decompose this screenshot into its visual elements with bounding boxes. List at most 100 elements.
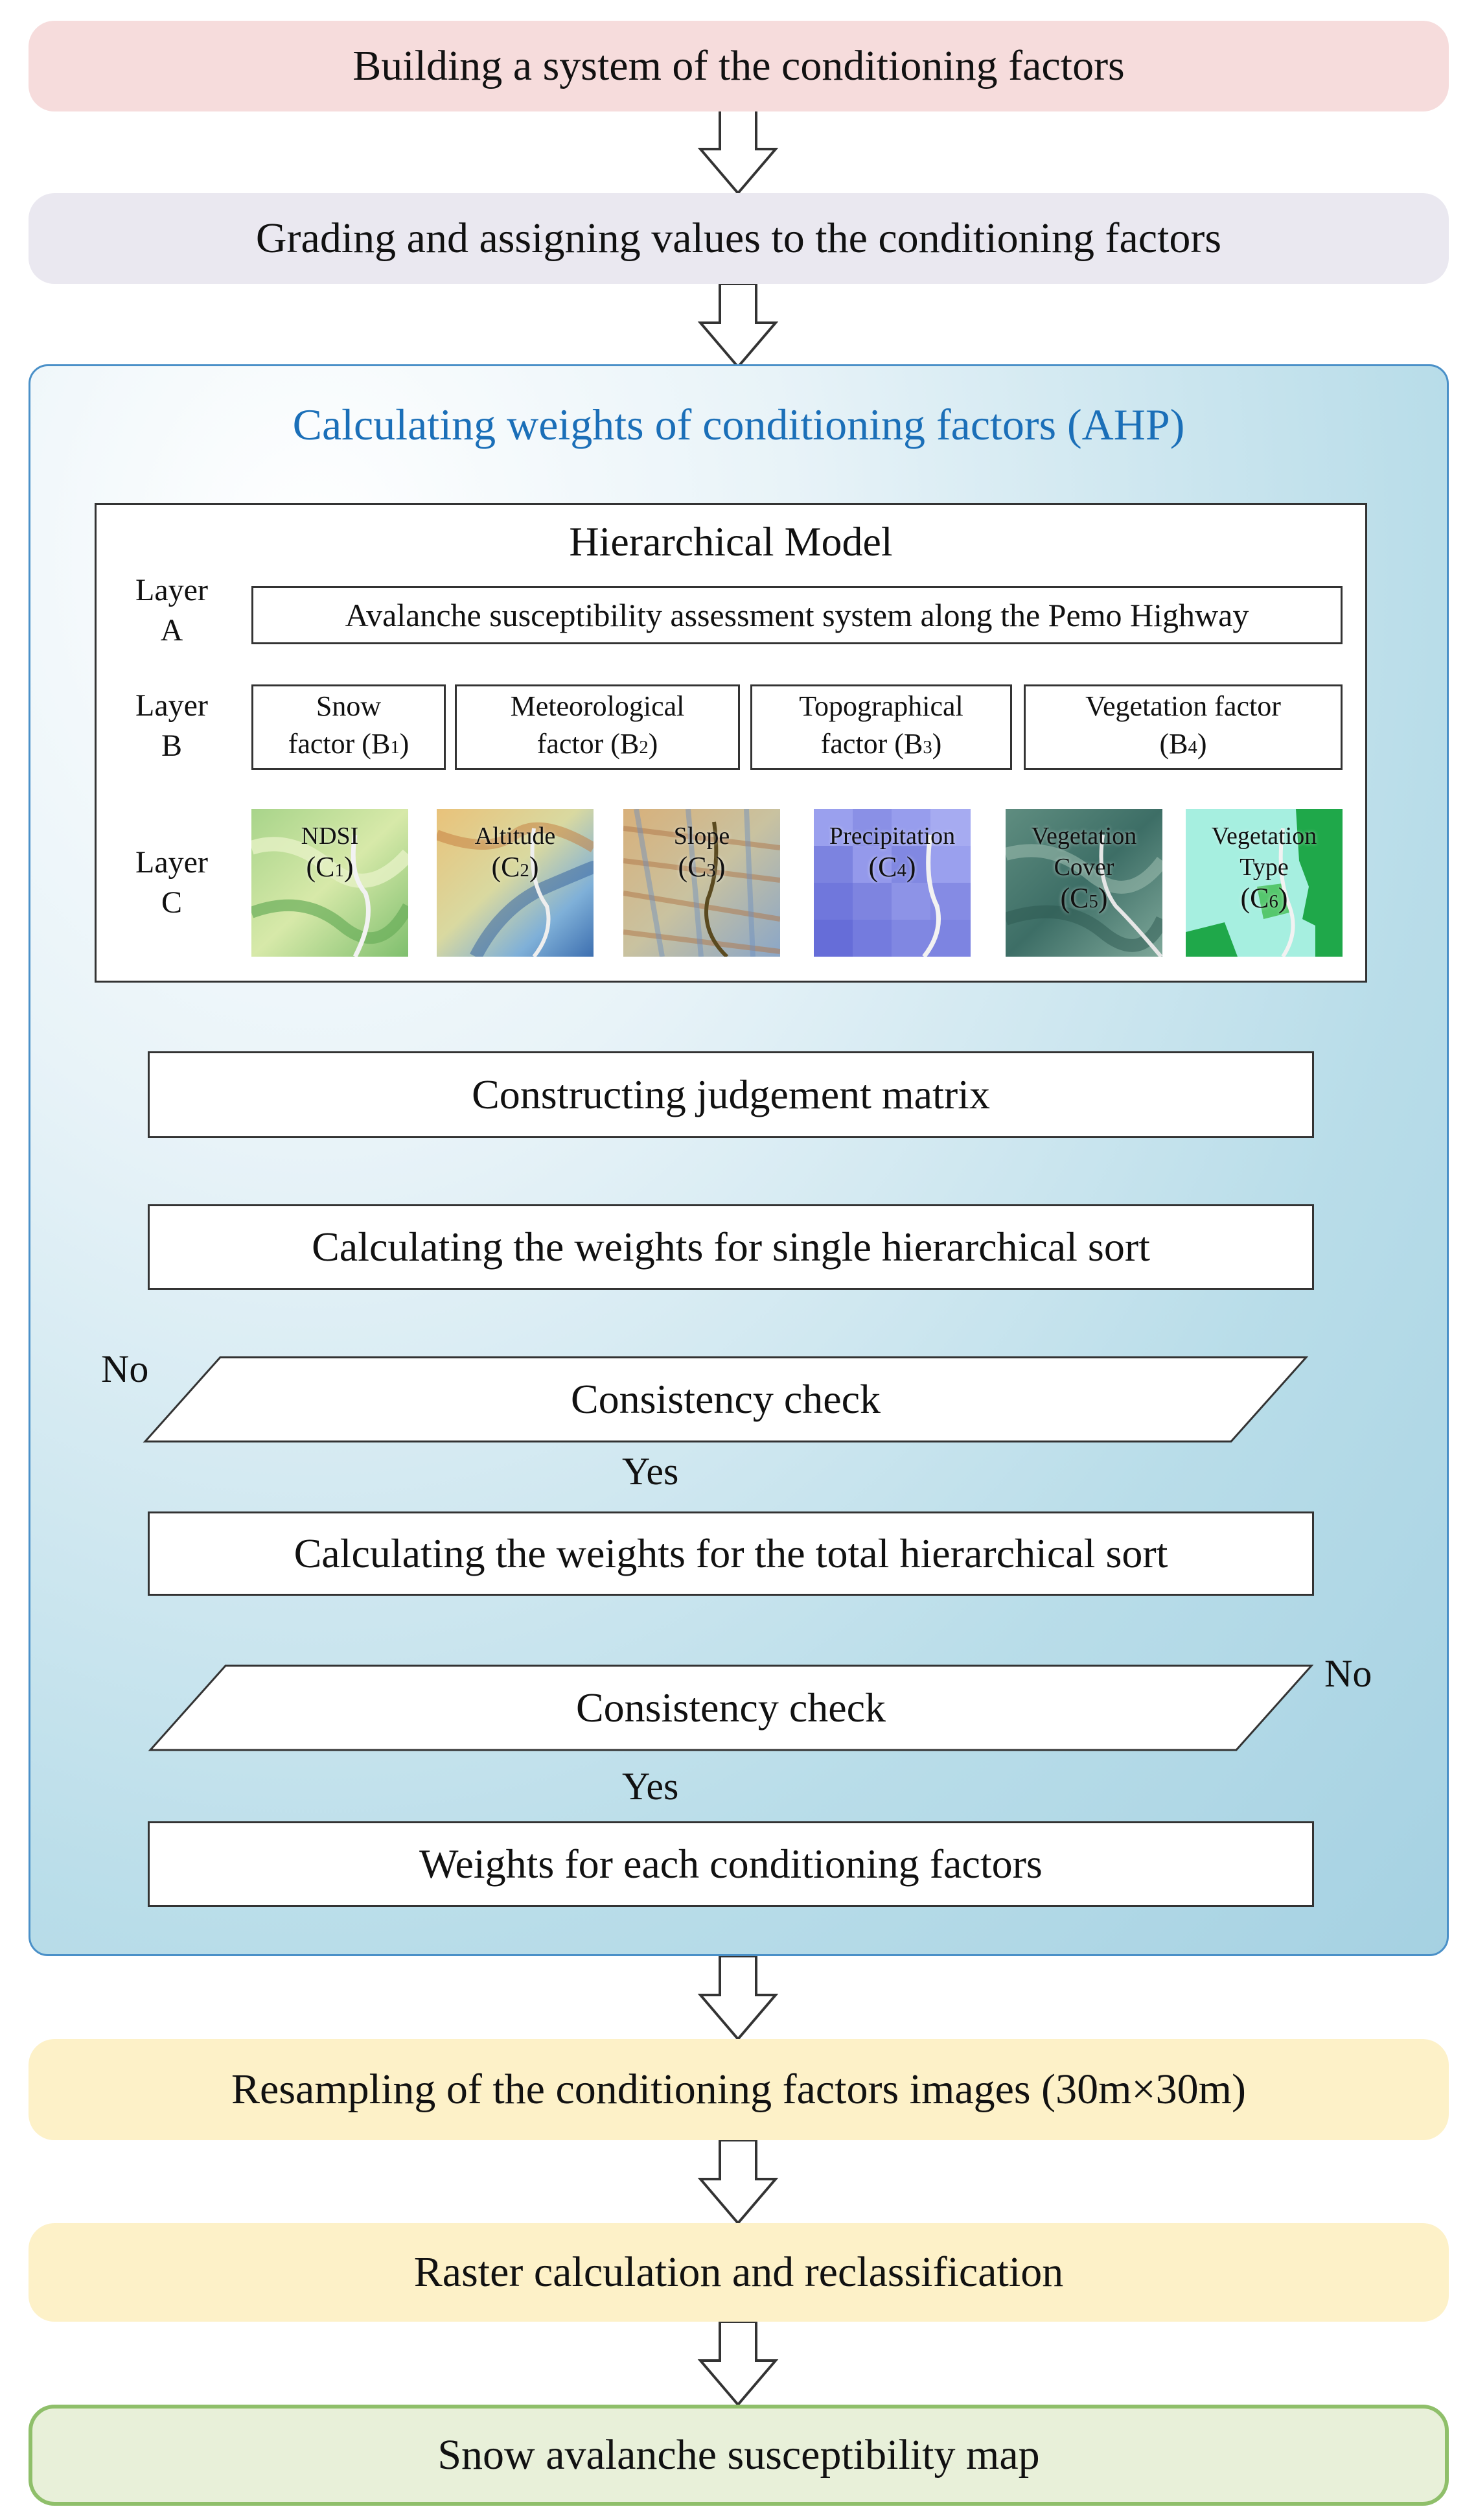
factor-c4-sub: 4 <box>897 861 906 881</box>
factor-b4: Vegetation factor (B4) <box>1024 684 1343 770</box>
factor-c6-code-pre: (C <box>1240 882 1269 914</box>
vegetation-cover-map-image <box>1006 809 1162 957</box>
layer-c-letter: C <box>161 885 182 920</box>
layer-b-letter: B <box>161 729 182 763</box>
factor-c5-code-pre: (C <box>1060 882 1089 914</box>
factor-b3-line1: Topographical <box>799 690 963 722</box>
ndsi-map-image <box>251 809 408 957</box>
step-build-system: Building a system of the conditioning fa… <box>29 21 1449 111</box>
factor-b4-line1: Vegetation factor <box>1085 690 1281 722</box>
box-weights: Weights for each conditioning factors <box>148 1821 1314 1907</box>
layer-b-word: Layer <box>135 688 208 723</box>
factor-b2-pre: factor (B <box>536 728 640 760</box>
box-single-sort: Calculating the weights for single hiera… <box>148 1204 1314 1290</box>
factor-c4-code-post: ) <box>906 851 916 883</box>
factor-c4-label: Precipitation (C4) <box>814 821 971 887</box>
factor-c2-code-pre: (C <box>491 851 520 883</box>
factor-c4-code-pre: (C <box>868 851 897 883</box>
factor-c3-label: Slope (C3) <box>623 821 780 887</box>
factor-c1-name: NDSI <box>301 822 359 850</box>
ahp-title-text: Calculating weights of conditioning fact… <box>292 399 1185 449</box>
factor-c5-name: Vegetation <box>1031 822 1137 850</box>
factor-b1-line1: Snow <box>316 690 382 722</box>
step-resampling-label: Resampling of the conditioning factors i… <box>231 2066 1246 2113</box>
factor-c3-code-post: ) <box>715 851 726 883</box>
factor-b1-pre: factor (B <box>288 728 391 760</box>
box-total-sort: Calculating the weights for the total hi… <box>148 1511 1314 1596</box>
factor-c2-name: Altitude <box>474 822 556 850</box>
label-yes-1: Yes <box>622 1449 713 1501</box>
check1-text: Consistency check <box>570 1376 881 1422</box>
box-weights-text: Weights for each conditioning factors <box>419 1841 1043 1887</box>
check2-label: Consistency check <box>148 1664 1314 1751</box>
factor-c1-code-post: ) <box>343 851 354 883</box>
factor-c6-name2: Type <box>1240 854 1289 881</box>
layer-b-label: Layer B <box>110 686 233 766</box>
factor-b2-line1: Meteorological <box>510 690 685 722</box>
factor-c2-map: Altitude (C2) <box>437 809 594 957</box>
factor-b4-pre: (B <box>1159 728 1188 760</box>
factor-c4-map: Precipitation (C4) <box>814 809 971 957</box>
factor-b1-sub: 1 <box>390 738 400 758</box>
factor-c4-name: Precipitation <box>829 822 956 850</box>
slope-map-image <box>623 809 780 957</box>
factor-c1-sub: 1 <box>334 861 344 881</box>
factor-c6-sub: 6 <box>1269 892 1278 912</box>
ahp-title: Calculating weights of conditioning fact… <box>29 389 1449 460</box>
factor-c3-map: Slope (C3) <box>623 809 780 957</box>
factor-c1-map: NDSI (C1) <box>251 809 408 957</box>
layer-a-word: Layer <box>135 573 208 607</box>
factor-b3-post: ) <box>932 728 942 760</box>
factor-c1-label: NDSI (C1) <box>251 821 408 887</box>
layer-a-label: Layer A <box>110 570 233 651</box>
factor-c5-sub: 5 <box>1089 892 1098 912</box>
check2-text: Consistency check <box>575 1685 886 1731</box>
factor-c6-label: Vegetation Type (C6) <box>1186 821 1343 918</box>
label-no-left-text: No <box>101 1348 149 1390</box>
label-no-right: No <box>1324 1651 1396 1703</box>
hollow-arrows <box>697 109 779 2407</box>
layer-a-text: Avalanche susceptibility assessment syst… <box>345 597 1249 633</box>
factor-b1: Snow factor (B1) <box>251 684 446 770</box>
factor-b4-post: ) <box>1197 728 1207 760</box>
factor-c6-map: Vegetation Type (C6) <box>1186 809 1343 957</box>
check2-shape <box>148 1664 1314 1751</box>
precipitation-map-image <box>814 809 971 957</box>
factor-b4-sub: 4 <box>1188 738 1197 758</box>
label-yes-2: Yes <box>622 1764 713 1816</box>
factor-c5-label: Vegetation Cover (C5) <box>1006 821 1162 918</box>
factor-b3: Topographical factor (B3) <box>750 684 1012 770</box>
step-grading-label: Grading and assigning values to the cond… <box>255 215 1222 262</box>
factor-c2-label: Altitude (C2) <box>437 821 594 887</box>
layer-c-word: Layer <box>135 845 208 880</box>
altitude-map-image <box>437 809 594 957</box>
factor-c3-name: Slope <box>673 822 730 850</box>
model-title-text: Hierarchical Model <box>569 519 893 565</box>
factor-c3-code-pre: (C <box>678 851 707 883</box>
box-judgement-matrix: Constructing judgement matrix <box>148 1051 1314 1138</box>
factor-c2-sub: 2 <box>520 861 529 881</box>
label-no-left: No <box>101 1347 172 1399</box>
factor-b2-post: ) <box>648 728 658 760</box>
box-judgement-matrix-text: Constructing judgement matrix <box>472 1071 990 1117</box>
step-resampling: Resampling of the conditioning factors i… <box>29 2039 1449 2140</box>
factor-c2-code-post: ) <box>529 851 539 883</box>
model-title: Hierarchical Model <box>95 509 1367 574</box>
step-raster-calculation-label: Raster calculation and reclassification <box>413 2248 1064 2296</box>
factor-b2-sub: 2 <box>639 738 649 758</box>
check1-label: Consistency check <box>143 1356 1309 1443</box>
factor-b3-pre: factor (B <box>820 728 923 760</box>
step-susceptibility-map: Snow avalanche susceptibility map <box>29 2405 1449 2506</box>
factor-b2: Meteorological factor (B2) <box>455 684 740 770</box>
box-total-sort-text: Calculating the weights for the total hi… <box>294 1530 1168 1576</box>
label-yes-2-text: Yes <box>622 1765 679 1808</box>
factor-b3-sub: 3 <box>923 738 932 758</box>
factor-b1-post: ) <box>399 728 409 760</box>
vegetation-type-map-image <box>1186 809 1343 957</box>
factor-c5-code-post: ) <box>1098 882 1108 914</box>
factor-c3-sub: 3 <box>706 861 716 881</box>
label-yes-1-text: Yes <box>622 1450 679 1493</box>
step-raster-calculation: Raster calculation and reclassification <box>29 2223 1449 2322</box>
check1-shape <box>143 1356 1309 1443</box>
